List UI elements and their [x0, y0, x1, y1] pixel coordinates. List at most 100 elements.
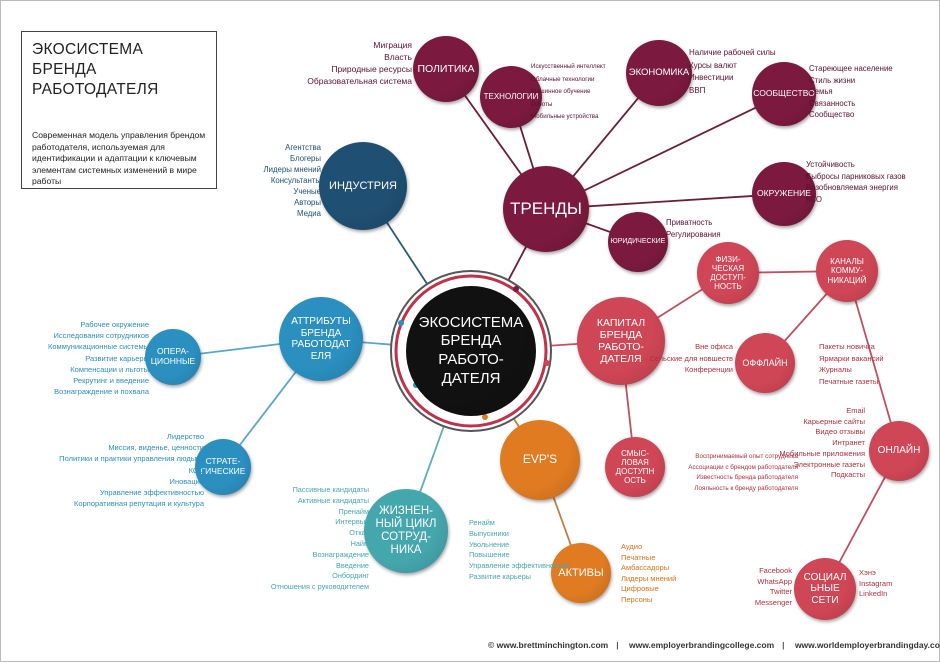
node-community[interactable]: СООБЩЕСТВО	[752, 62, 816, 126]
label-item: Известность бренда работодателя	[696, 474, 798, 481]
label-item: Регулирования	[666, 229, 721, 239]
label-item: Пассивные кандидаты	[292, 485, 369, 494]
node-assets[interactable]: АКТИВЫ	[551, 543, 611, 603]
node-center[interactable]: ЭКОСИСТЕМА БРЕНДА РАБОТО- ДАТЕЛЯ	[406, 286, 536, 416]
node-attributes[interactable]: АТТРИБУТЫ БРЕНДА РАБОТОДАТ ЕЛЯ	[279, 297, 363, 381]
node-strategic[interactable]: СТРАТЕ- ГИЧЕСКИЕ	[195, 439, 251, 495]
label-item: Исследования сотрудников	[53, 331, 149, 341]
label-item: КСО	[806, 194, 822, 204]
node-politics[interactable]: ПОЛИТИКА	[413, 36, 479, 102]
footer-link-3[interactable]: www.worldemployerbrandingday.community	[794, 640, 940, 650]
node-physical[interactable]: ФИЗИ- ЧЕСКАЯ ДОСТУП- НОСТЬ	[697, 242, 759, 304]
label-item: Инвестиции	[689, 73, 734, 82]
node-meaning[interactable]: СМЫС- ЛОВАЯ ДОСТУПН ОСТЬ	[605, 437, 665, 497]
label-item: Messenger	[754, 597, 792, 607]
label-item: Ученые	[293, 187, 321, 196]
label-item: Печатные газеты	[819, 376, 879, 386]
label-item: Вне офиса	[695, 342, 733, 351]
label-item: Агентства	[285, 143, 321, 152]
label-item: Семья	[809, 87, 833, 96]
label-item: Блогеры	[290, 154, 321, 163]
label-item: Авторы	[294, 198, 321, 207]
label-item: Вознаграждение и похвала	[54, 387, 149, 397]
label-item: Машинное обучение	[531, 88, 591, 95]
node-operational[interactable]: ОПЕРА- ЦИОННЫЕ	[145, 329, 201, 385]
node-legal[interactable]: ЮРИДИЧЕСКИЕ	[608, 212, 668, 272]
node-social[interactable]: СОЦИАЛ ЬНЫЕ СЕТИ	[794, 558, 856, 620]
label-item: Аудио	[621, 542, 643, 551]
ring-dot	[482, 414, 488, 420]
node-technology[interactable]: ТЕХНОЛОГИИ	[480, 66, 542, 128]
footer-link-2[interactable]: www.employerbrandingcollege.com	[629, 640, 775, 650]
label-item: Развитие карьеры	[85, 353, 149, 363]
label-item: Развитие карьеры	[469, 571, 532, 581]
node-capital[interactable]: КАПИТАЛ БРЕНДА РАБОТО- ДАТЕЛЯ	[577, 297, 665, 385]
label-item: Лидерство	[166, 432, 204, 441]
label-item: WhatsApp	[757, 576, 792, 586]
label-item: Стиль жизни	[809, 75, 856, 85]
label-item: Связанность	[809, 98, 856, 108]
label-item: Email	[846, 406, 865, 415]
label-item: Рекрутинг и введение	[73, 376, 149, 386]
label-item: Мобильные устройства	[531, 113, 599, 120]
node-environment[interactable]: ОКРУЖЕНИЕ	[752, 162, 816, 226]
node-industry[interactable]: ИНДУСТРИЯ	[319, 142, 407, 230]
label-item: Сообщество	[809, 110, 855, 119]
label-item: Искусственный интеллект	[531, 63, 606, 70]
node-trends[interactable]: ТРЕНДЫ	[503, 166, 589, 252]
label-item: Карьерные сайты	[803, 416, 865, 426]
label-item: Консультанты	[270, 176, 321, 185]
label-item: Вознаграждение	[312, 549, 369, 559]
label-item: Политики и практики управления людьми	[59, 454, 204, 464]
label-item: Иновации	[169, 476, 204, 486]
info-box: ЭКОСИСТЕМА БРЕНДА РАБОТОДАТЕЛЯ Современн…	[21, 31, 217, 189]
label-item: Интранет	[832, 438, 865, 448]
label-item: Природные ресурсы	[331, 64, 412, 74]
label-item: Повышение	[469, 550, 510, 560]
label-item: Ярмарки вакансий	[819, 353, 884, 363]
node-evp[interactable]: EVP'S	[500, 420, 580, 500]
label-item: Компенсации и льготы	[70, 364, 149, 374]
label-item: Мобильные приложения	[779, 448, 865, 458]
label-item: Интервью	[335, 517, 369, 527]
label-item: Стареющее население	[809, 64, 893, 73]
ring-dot	[398, 320, 404, 326]
label-item: Наличие рабочей силы	[689, 48, 776, 57]
label-item: Онбординг	[332, 571, 369, 581]
diagram-description: Современная модель управления брендом ра…	[32, 130, 206, 186]
node-offline[interactable]: ОФФЛАЙН	[735, 333, 795, 393]
label-item: Выбросы парниковых газов	[806, 171, 906, 181]
label-item: Миграция	[373, 40, 412, 50]
label-item: Twitter	[769, 587, 792, 596]
label-item: Коммуникационные системы	[48, 342, 149, 352]
label-item: Возобновляемая энергия	[806, 183, 898, 192]
node-lifecycle[interactable]: ЖИЗНЕН- НЫЙ ЦИКЛ СОТРУД- НИКА	[364, 489, 448, 573]
label-item: Цифровые	[621, 584, 659, 593]
node-economy[interactable]: ЭКОНОМИКА	[626, 40, 692, 106]
label-item: Курсы валют	[689, 60, 737, 70]
node-online[interactable]: ОНЛАЙН	[869, 421, 929, 481]
node-channels[interactable]: КАНАЛЫ КОММУ- НИКАЦИЙ	[816, 240, 878, 302]
label-item: Отказ	[349, 528, 369, 538]
label-item: Роботы	[531, 100, 553, 108]
label-item: Конференции	[684, 365, 733, 374]
label-item: Активные кандидаты	[297, 495, 369, 505]
ring-dot	[544, 360, 550, 366]
label-item: Лидеры мнений	[621, 573, 677, 583]
label-item: Печатные	[621, 552, 656, 562]
footer-link-1[interactable]: © www.brettminchington.com	[488, 640, 609, 650]
